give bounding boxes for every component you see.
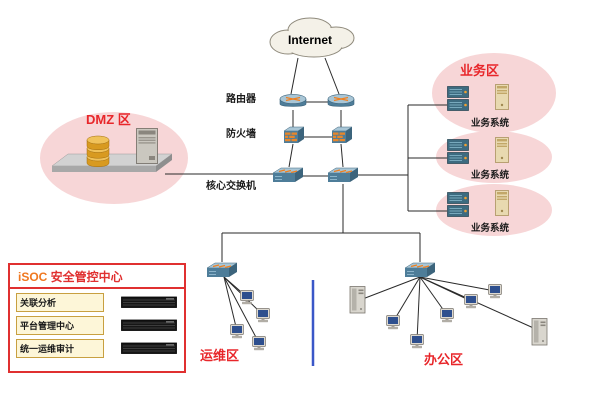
office-switch-icon [404,262,436,278]
firewall-icon-2 [331,126,353,144]
isoc-title-text: 安全管控中心 [47,270,123,284]
rack-server-icon-2 [121,319,177,331]
dmz-zone-label: DMZ 区 [86,112,131,127]
office-pc-icon-5 [488,284,502,299]
biz3-server-icon-2 [447,205,469,217]
isoc-row-2: 平台管理中心 [10,312,184,335]
isoc-item-label-1: 关联分析 [16,293,104,312]
router-label: 路由器 [226,94,256,105]
business-system-label-1: 业务系统 [471,118,510,129]
business-zone-label: 业务区 [460,63,500,78]
biz1-server-icon-1 [447,86,469,98]
office-server-icon-1 [349,286,366,314]
business-system-label-2: 业务系统 [471,170,510,181]
rack-server-icon-3 [121,342,177,354]
ops-pc-icon-4 [252,336,266,351]
ops-switch-icon [206,262,238,278]
router-icon-2 [327,93,355,108]
biz2-tower-icon [495,137,509,163]
biz3-server-icon-1 [447,192,469,204]
isoc-item-label-2: 平台管理中心 [16,316,104,335]
ops-zone-label: 运维区 [200,348,240,363]
dmz-server-icon [136,128,158,164]
ops-pc-icon-2 [256,308,270,323]
office-zone-label: 办公区 [424,352,464,367]
office-pc-icon-3 [440,308,454,323]
office-server-icon-2 [531,318,548,346]
office-pc-icon-1 [386,315,400,330]
biz1-server-icon-2 [447,99,469,111]
firewall-label: 防火墙 [226,129,256,140]
isoc-row-3: 统一运维审计 [10,335,184,358]
biz1-tower-icon [495,84,509,110]
biz2-server-icon-2 [447,152,469,164]
dmz-storage-icon [86,135,110,167]
isoc-row-1: 关联分析 [10,289,184,312]
isoc-panel-title: iSOC 安全管控中心 [10,265,184,289]
rack-server-icon-1 [121,296,177,308]
biz2-server-icon-1 [447,139,469,151]
office-pc-icon-2 [410,334,424,349]
firewall-icon-1 [283,126,305,144]
core-switch-label: 核心交换机 [206,181,256,192]
biz3-tower-icon [495,190,509,216]
isoc-panel: iSOC 安全管控中心 关联分析 平台管理中心 统一运维审计 [8,263,186,373]
router-icon-1 [279,93,307,108]
isoc-title-prefix: iSOC [18,270,48,284]
ops-pc-icon-1 [240,290,254,305]
zone-ellipses [40,53,556,236]
ops-pc-icon-3 [230,324,244,339]
business-zone-ellipse-1 [432,53,556,133]
core-switch-icon-2 [327,167,359,183]
isoc-item-label-3: 统一运维审计 [16,339,104,358]
business-system-label-3: 业务系统 [471,223,510,234]
office-pc-icon-4 [464,294,478,309]
internet-label: Internet [287,33,332,47]
core-switch-icon-1 [272,167,304,183]
